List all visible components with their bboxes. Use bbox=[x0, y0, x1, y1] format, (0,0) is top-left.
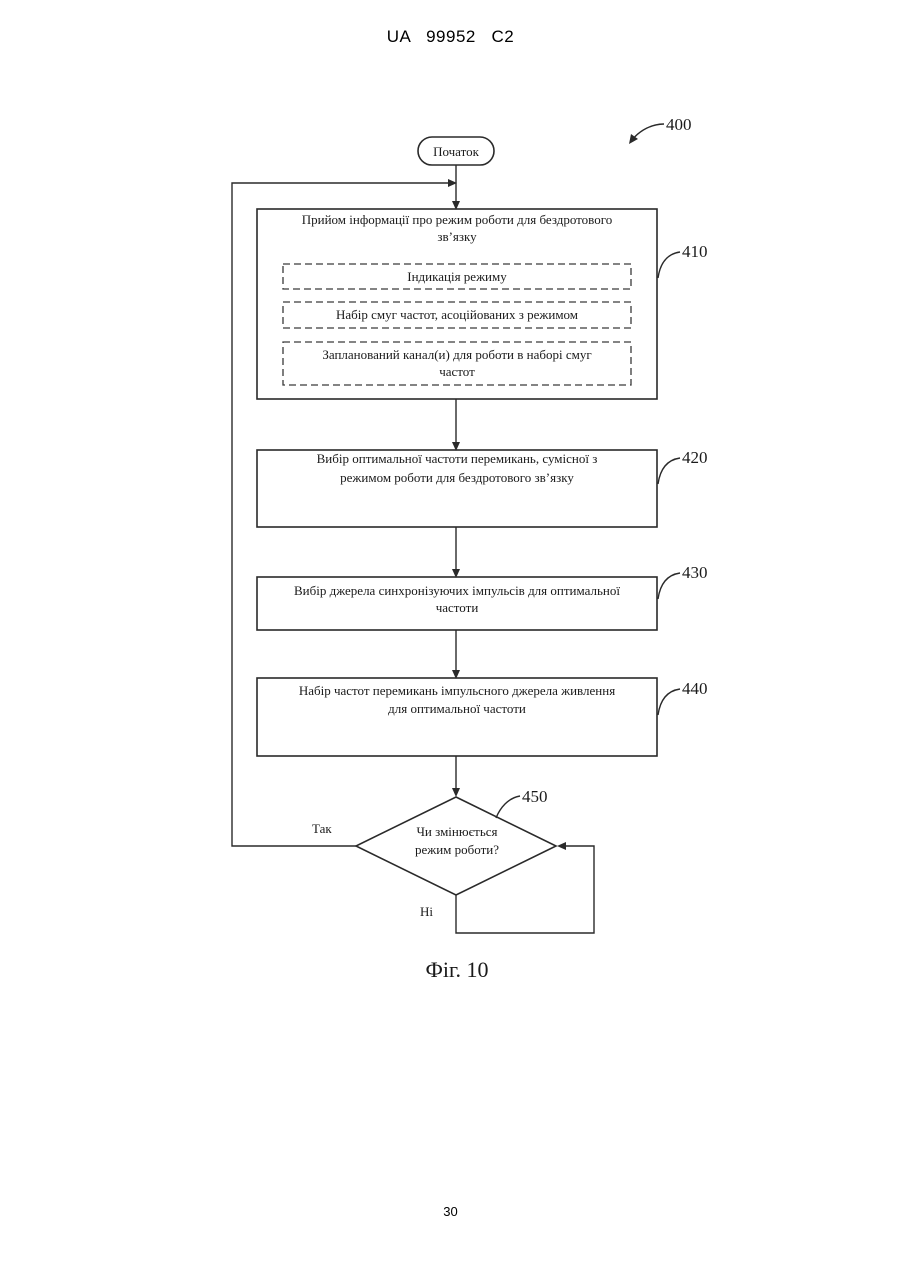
step-440-ref: 440 bbox=[682, 679, 708, 698]
decision-ref: 450 bbox=[522, 787, 548, 806]
step-430-line1: Вибір джерела синхронізуючих імпульсів д… bbox=[294, 583, 620, 598]
step-430-line2: частоти bbox=[436, 600, 479, 615]
step-410: Прийом інформації про режим роботи для б… bbox=[257, 209, 708, 399]
start-terminal: Початок bbox=[418, 137, 494, 165]
figure-ref-label: 400 bbox=[666, 115, 692, 134]
step-440: Набір частот перемикань імпульсного джер… bbox=[257, 678, 708, 756]
step-410-ref: 410 bbox=[682, 242, 708, 261]
step-420: Вибір оптимальної частоти перемикань, су… bbox=[257, 448, 708, 527]
decision-line2: режим роботи? bbox=[415, 842, 499, 857]
step-420-line2: режимом роботи для бездротового зв’язку bbox=[340, 470, 574, 485]
step-440-line2: для оптимальної частоти bbox=[388, 701, 526, 716]
page-number: 30 bbox=[0, 1204, 901, 1219]
decision-no-label: Ні bbox=[420, 904, 433, 919]
step-410-line1: Прийом інформації про режим роботи для б… bbox=[302, 212, 613, 227]
sub-box-band-set-text: Набір смуг частот, асоційованих з режимо… bbox=[336, 307, 578, 322]
arrow-into-450-icon bbox=[452, 788, 460, 797]
step-440-line1: Набір частот перемикань імпульсного джер… bbox=[299, 683, 615, 698]
decision-line1: Чи змінюється bbox=[416, 824, 497, 839]
step-420-line1: Вибір оптимальної частоти перемикань, су… bbox=[317, 451, 598, 466]
no-loop-line bbox=[456, 846, 594, 933]
figure-caption: Фіг. 10 bbox=[425, 957, 488, 982]
figure-ref-400: 400 bbox=[629, 115, 692, 144]
step-410-line2: зв’язку bbox=[437, 229, 477, 244]
decision-450: Чи змінюється режим роботи? 450 Так Ні bbox=[312, 787, 556, 919]
step-430: Вибір джерела синхронізуючих імпульсів д… bbox=[257, 563, 708, 630]
decision-yes-label: Так bbox=[312, 821, 332, 836]
sub-box-mode-indication-text: Індикація режиму bbox=[407, 269, 507, 284]
step-420-ref: 420 bbox=[682, 448, 708, 467]
sub-box-scheduled-channel-line1: Запланований канал(и) для роботи в набор… bbox=[322, 347, 591, 362]
start-label: Початок bbox=[433, 144, 480, 159]
sub-box-scheduled-channel-line2: частот bbox=[439, 364, 475, 379]
no-loop-arrow-icon bbox=[557, 842, 566, 850]
step-430-ref: 430 bbox=[682, 563, 708, 582]
